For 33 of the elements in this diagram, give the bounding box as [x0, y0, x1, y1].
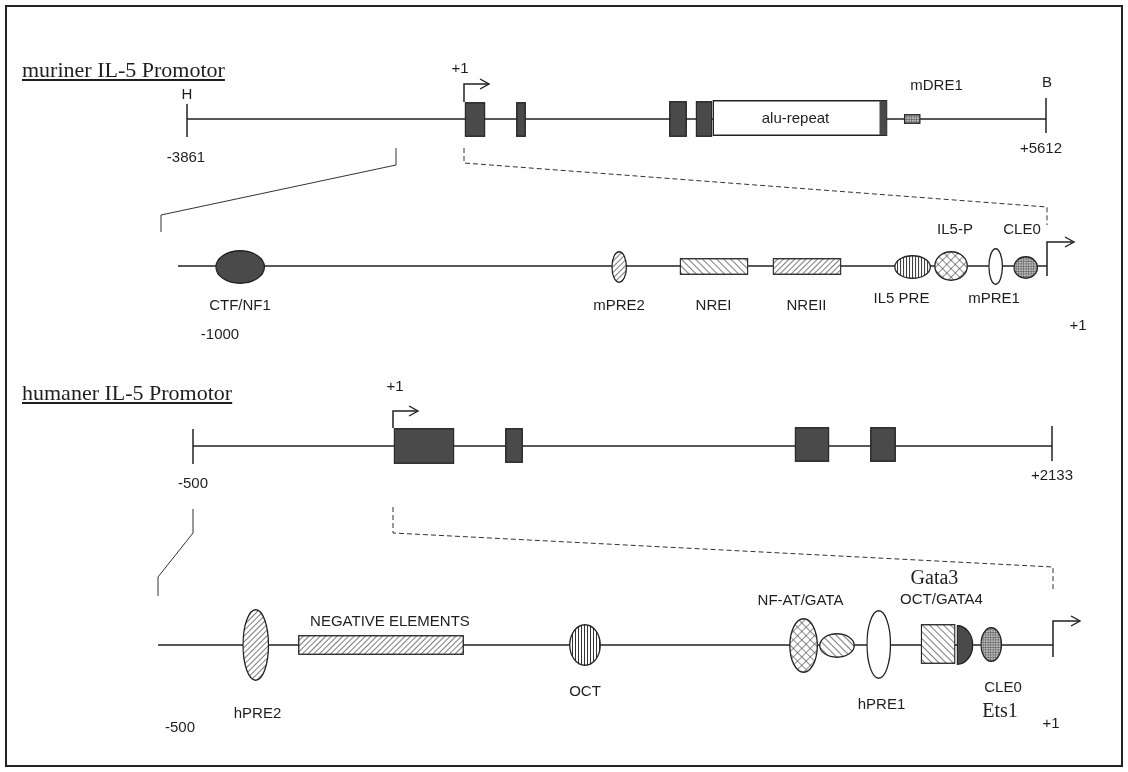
- position-label: +2133: [1030, 467, 1074, 483]
- position-label: -500: [178, 475, 208, 491]
- element-label: IL5-P: [937, 221, 973, 237]
- position-label: +1: [451, 60, 469, 76]
- element-label: mPRE1: [968, 290, 1020, 306]
- position-label: -500: [165, 719, 195, 735]
- position-label: +1: [1069, 317, 1087, 333]
- element-label: mDRE1: [910, 77, 963, 93]
- position-label: H: [181, 86, 193, 102]
- element-label: CLE0: [984, 679, 1022, 695]
- section-heading: muriner IL-5 Promotor: [22, 58, 225, 82]
- position-label: +5612: [1019, 140, 1063, 156]
- element-label: Ets1: [982, 700, 1018, 720]
- element-label: alu-repeat: [761, 110, 830, 126]
- position-label: +1: [1042, 715, 1060, 731]
- element-label: NREI: [695, 297, 732, 313]
- element-label: IL5 PRE: [873, 290, 930, 306]
- position-label: -1000: [200, 326, 240, 342]
- position-label: +1: [386, 378, 404, 394]
- element-label: hPRE2: [233, 705, 282, 721]
- element-label: NEGATIVE ELEMENTS: [310, 613, 470, 629]
- element-label: CTF/NF1: [209, 297, 271, 313]
- position-label: B: [1042, 74, 1052, 90]
- element-label: OCT: [569, 683, 601, 699]
- element-label: NREII: [786, 297, 827, 313]
- element-label: Gata3: [910, 567, 959, 587]
- position-label: -3861: [166, 149, 206, 165]
- section-heading: humaner IL-5 Promotor: [22, 381, 233, 405]
- element-label: mPRE2: [593, 297, 645, 313]
- element-label: hPRE1: [857, 696, 906, 712]
- element-label: NF-AT/GATA: [757, 592, 844, 608]
- element-label: OCT/GATA4: [900, 591, 983, 607]
- element-label: CLE0: [1003, 221, 1041, 237]
